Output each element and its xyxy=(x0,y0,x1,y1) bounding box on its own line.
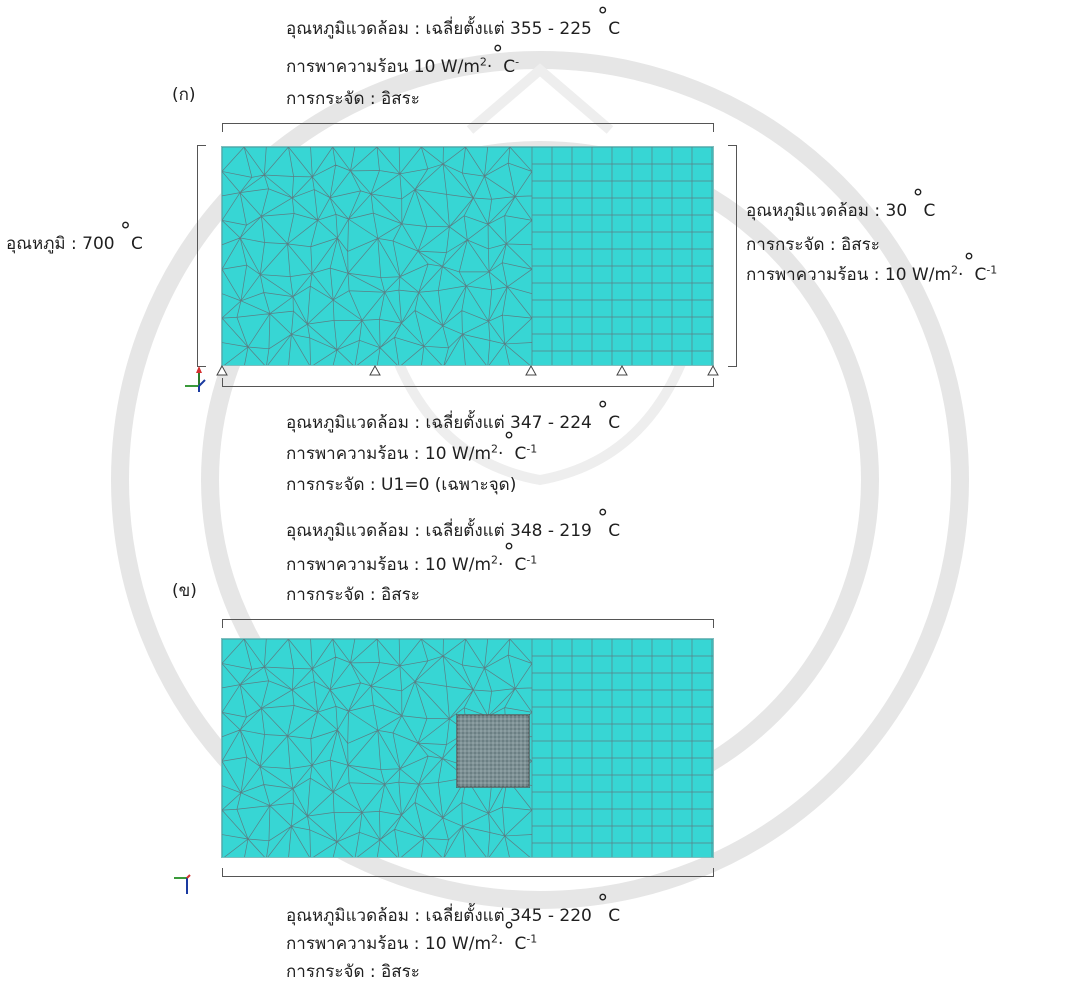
panel-b-bottom-line2: การพาความร้อน : 10 W/m2·°C-1 xyxy=(286,919,538,955)
panel-a-left-label: อุณหภูมิ : 700 °C xyxy=(6,219,143,255)
mesh-lines xyxy=(222,639,713,857)
panel-a-top-line1: อุณหภูมิแวดล้อม : เฉลี่ยตั้งแต่ 355 - 22… xyxy=(286,4,621,40)
panel-a-label: (ก) xyxy=(172,85,196,105)
panel-a-right-line1: อุณหภูมิแวดล้อม : 30 °C xyxy=(746,186,936,222)
panel-a-right-line3: การพาความร้อน : 10 W/m2·°C-1 xyxy=(746,250,998,286)
panel-a-left-bracket xyxy=(197,145,206,367)
panel-b-bottom-line1: อุณหภูมิแวดล้อม : เฉลี่ยตั้งแต่ 345 - 22… xyxy=(286,891,621,927)
panel-a-top-bracket xyxy=(222,123,714,132)
panel-b-top-line1: อุณหภูมิแวดล้อม : เฉลี่ยตั้งแต่ 348 - 21… xyxy=(286,506,621,542)
panel-b-bottom-bracket xyxy=(222,868,714,877)
panel-a-bottom-bracket xyxy=(222,378,714,387)
panel-b-top-line3: การกระจัด : อิสระ xyxy=(286,585,420,605)
panel-a-right-bracket xyxy=(728,145,737,367)
panel-a-bottom-line2: การพาความร้อน : 10 W/m2·°C-1 xyxy=(286,429,538,465)
panel-a-mesh xyxy=(221,146,714,366)
panel-b-top-line2: การพาความร้อน : 10 W/m2·°C-1 xyxy=(286,540,538,576)
panel-a-right-line2: การกระจัด : อิสระ xyxy=(746,235,880,255)
panel-a-bottom-line3: การกระจัด : U1=0 (เฉพาะจุด) xyxy=(286,475,517,495)
panel-b-label: (ข) xyxy=(172,581,197,601)
panel-b-top-bracket xyxy=(222,619,714,628)
panel-a-top-line3: การกระจัด : อิสระ xyxy=(286,89,420,109)
mesh-lines xyxy=(222,147,713,365)
panel-b-bottom-line3: การกระจัด : อิสระ xyxy=(286,962,420,982)
panel-b-mesh xyxy=(221,638,714,858)
panel-a-bottom-line1: อุณหภูมิแวดล้อม : เฉลี่ยตั้งแต่ 347 - 22… xyxy=(286,398,621,434)
panel-a-top-line2: การพาความร้อน 10 W/m2·°C- xyxy=(286,42,520,78)
